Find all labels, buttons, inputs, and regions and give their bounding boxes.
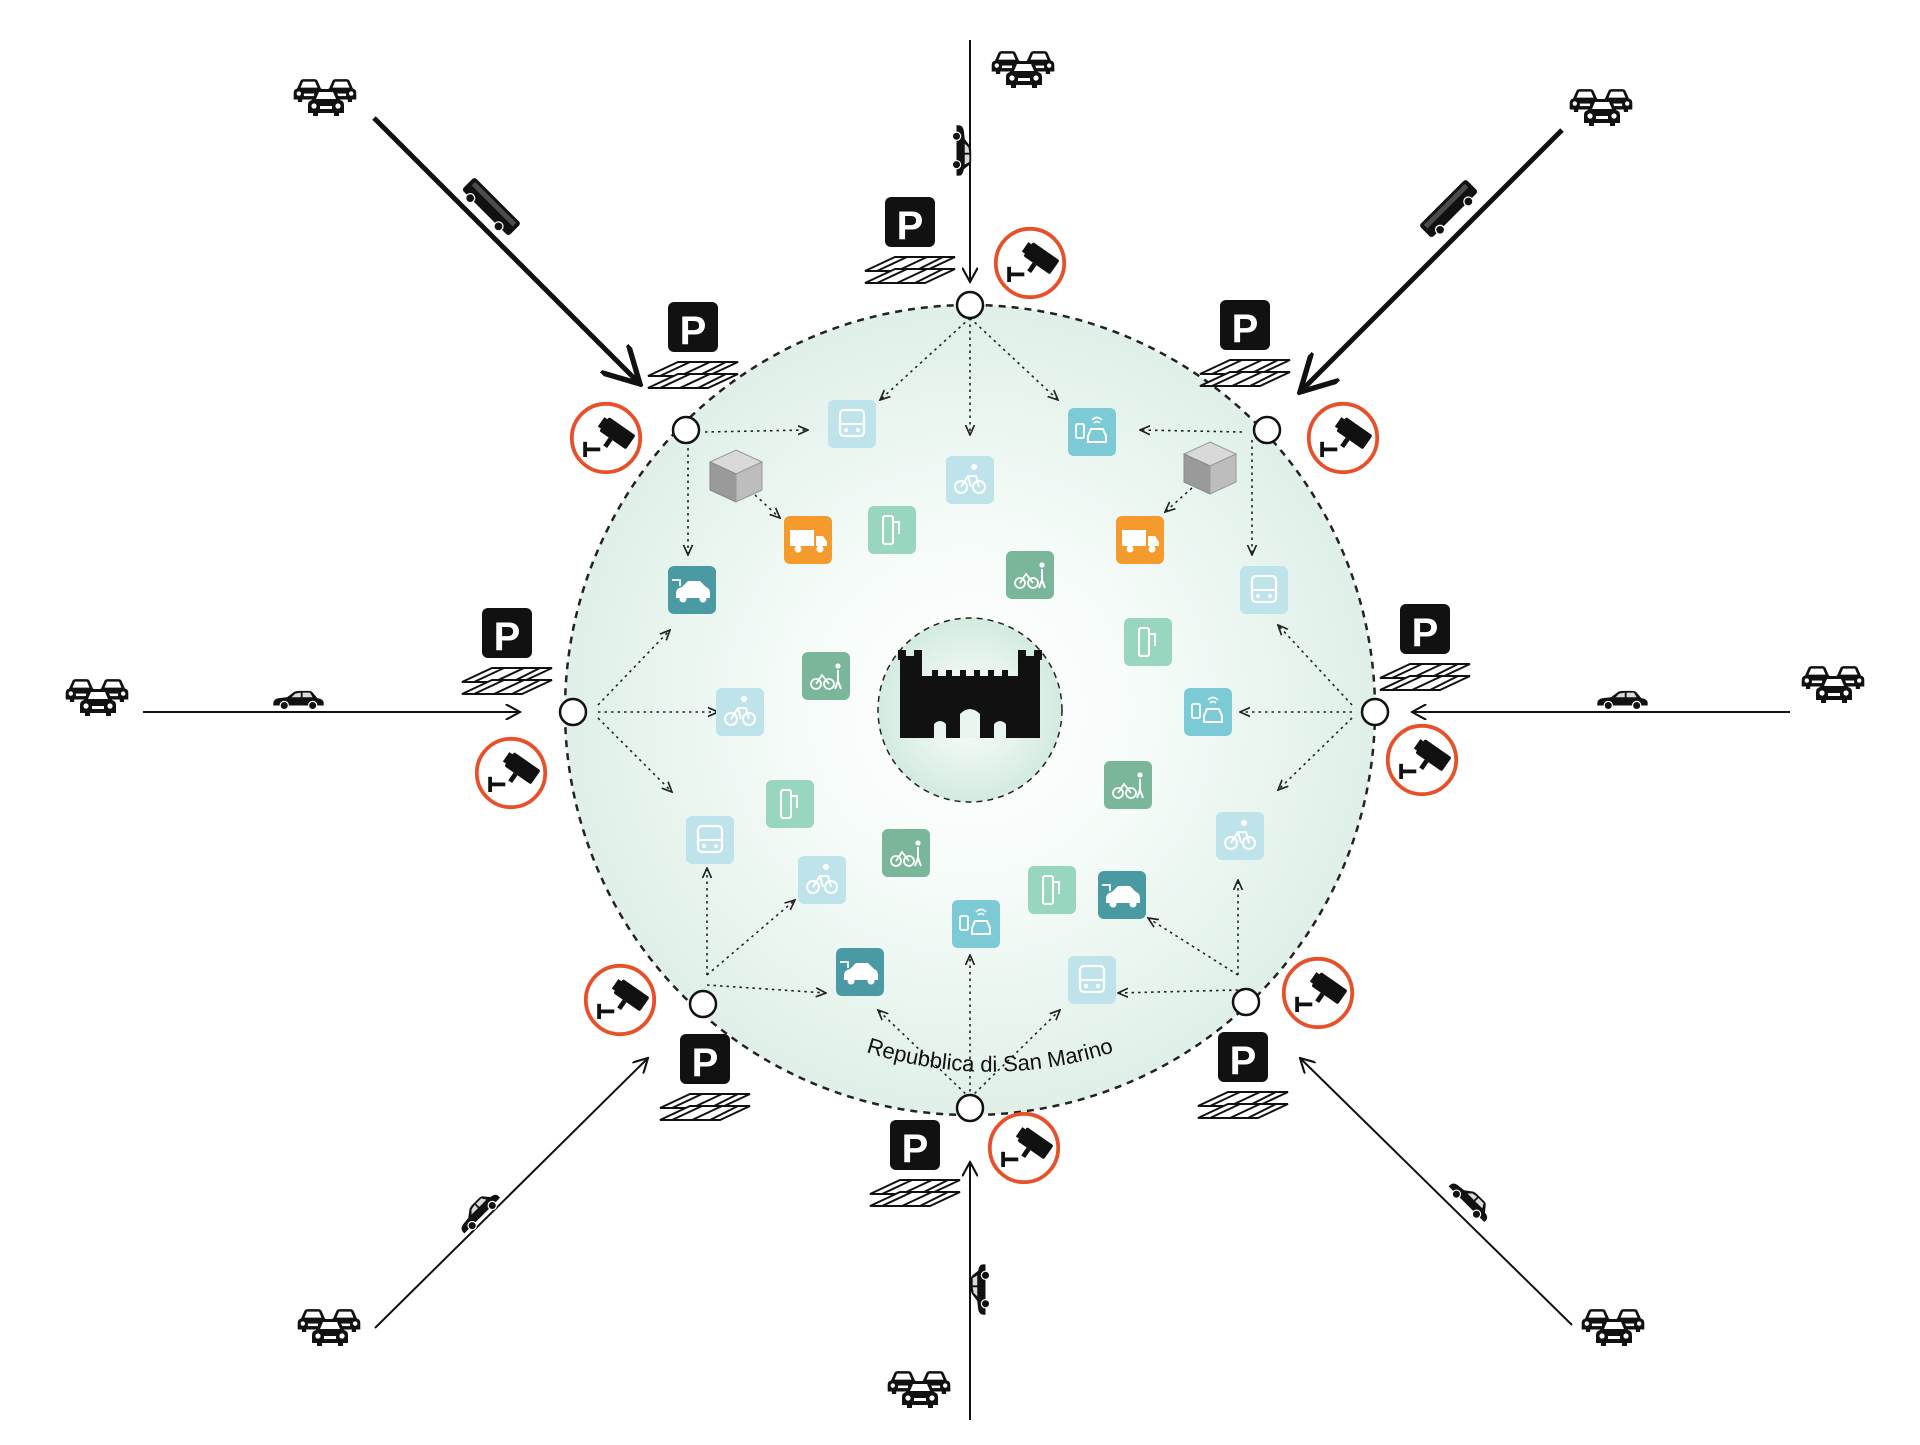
gate-south[interactable] xyxy=(955,1093,985,1123)
mobility-service-tiles xyxy=(668,400,1288,1004)
cctv-camera-icon xyxy=(1385,723,1459,797)
gate-north-east[interactable] xyxy=(1252,415,1282,445)
bicycle-icon xyxy=(798,856,846,904)
internal-flow-arrows xyxy=(597,317,1353,1099)
connected-car-icon xyxy=(1184,688,1232,736)
car-queue-icon xyxy=(991,51,1055,88)
car-icon xyxy=(1445,1175,1496,1226)
cctv-camera-icon xyxy=(474,736,548,810)
cctv-camera-icon xyxy=(1281,956,1355,1030)
access-gates xyxy=(558,290,1390,1123)
car-icon xyxy=(1596,690,1649,711)
parking-sign-icon xyxy=(864,196,956,284)
bus-icon xyxy=(1068,956,1116,1004)
cctv-camera-icon xyxy=(993,226,1067,300)
bus-icon xyxy=(828,400,876,448)
bus-icon xyxy=(457,176,522,241)
cctv-camera-icon xyxy=(1306,401,1380,475)
parking-sign-icon xyxy=(1379,603,1471,691)
electric-car-icon xyxy=(668,566,716,614)
gate-south-east[interactable] xyxy=(1231,987,1261,1017)
car-queue-icon xyxy=(1581,1309,1645,1346)
electric-car-icon xyxy=(836,948,884,996)
car-icon xyxy=(272,690,325,711)
delivery-truck-icon xyxy=(784,516,832,564)
bus-icon xyxy=(1418,178,1483,243)
parking-sign-icon xyxy=(1197,1031,1289,1119)
charging-station-icon xyxy=(868,506,916,554)
cctv-camera-icon xyxy=(569,401,643,475)
charging-station-icon xyxy=(1124,618,1172,666)
charging-station-icon xyxy=(766,780,814,828)
cctv-camera-icon xyxy=(987,1111,1061,1185)
car-queue-icon xyxy=(887,1371,951,1408)
parking-sign-icon xyxy=(869,1119,961,1207)
connected-car-icon xyxy=(1068,408,1116,456)
car-icon xyxy=(951,124,972,177)
car-queue-icon xyxy=(1569,89,1633,126)
gate-west[interactable] xyxy=(558,697,588,727)
gate-south-west[interactable] xyxy=(688,989,718,1019)
pedestrian-bike-icon xyxy=(1104,761,1152,809)
car-queue-icon xyxy=(297,1309,361,1346)
car-queue-icon xyxy=(293,79,357,116)
gate-east[interactable] xyxy=(1360,697,1390,727)
charging-station-icon xyxy=(1028,866,1076,914)
electric-car-icon xyxy=(1098,871,1146,919)
car-queue-icon xyxy=(1801,666,1865,703)
parking-sign-icon xyxy=(647,301,739,389)
car-queue-icon xyxy=(65,679,129,716)
car-icon xyxy=(970,1263,991,1316)
bus-icon xyxy=(686,816,734,864)
gate-north[interactable] xyxy=(955,290,985,320)
bicycle-icon xyxy=(1216,812,1264,860)
bus-icon xyxy=(1240,566,1288,614)
parking-sign-icon xyxy=(461,607,553,695)
castle-fortress-icon xyxy=(898,650,1042,738)
parking-sign-icon xyxy=(1199,299,1291,387)
approach-roads xyxy=(143,40,1790,1420)
bicycle-icon xyxy=(716,688,764,736)
cctv-camera-icon xyxy=(583,963,657,1037)
parking-sign-icon xyxy=(659,1033,751,1121)
pedestrian-bike-icon xyxy=(802,652,850,700)
bicycle-icon xyxy=(946,456,994,504)
connected-car-icon xyxy=(952,900,1000,948)
gate-north-west[interactable] xyxy=(671,415,701,445)
pedestrian-bike-icon xyxy=(1006,551,1054,599)
delivery-truck-icon xyxy=(1116,516,1164,564)
car-icon xyxy=(453,1186,504,1237)
pedestrian-bike-icon xyxy=(882,829,930,877)
